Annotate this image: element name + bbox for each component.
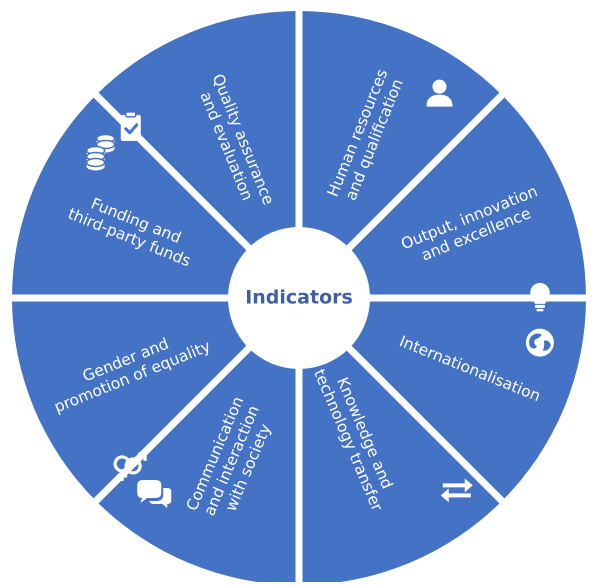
gender-symbols-icon (113, 452, 147, 481)
segment-divider (343, 342, 508, 507)
center-circle (228, 227, 370, 369)
speech-bubbles-icon (137, 479, 172, 508)
segment-divider (343, 89, 508, 254)
lightbulb-icon (530, 282, 550, 312)
segments-layer: Human resourcesand qualificationOutput, … (8, 7, 590, 587)
segment-divider (90, 89, 255, 254)
globe-icon (525, 328, 554, 357)
center-label: Indicators (245, 287, 353, 309)
clipboard-check-icon (120, 111, 141, 141)
coins-icon (85, 133, 116, 171)
center-hub: Indicators (228, 227, 370, 369)
exchange-arrows-icon (440, 478, 473, 503)
person-icon (426, 79, 453, 107)
